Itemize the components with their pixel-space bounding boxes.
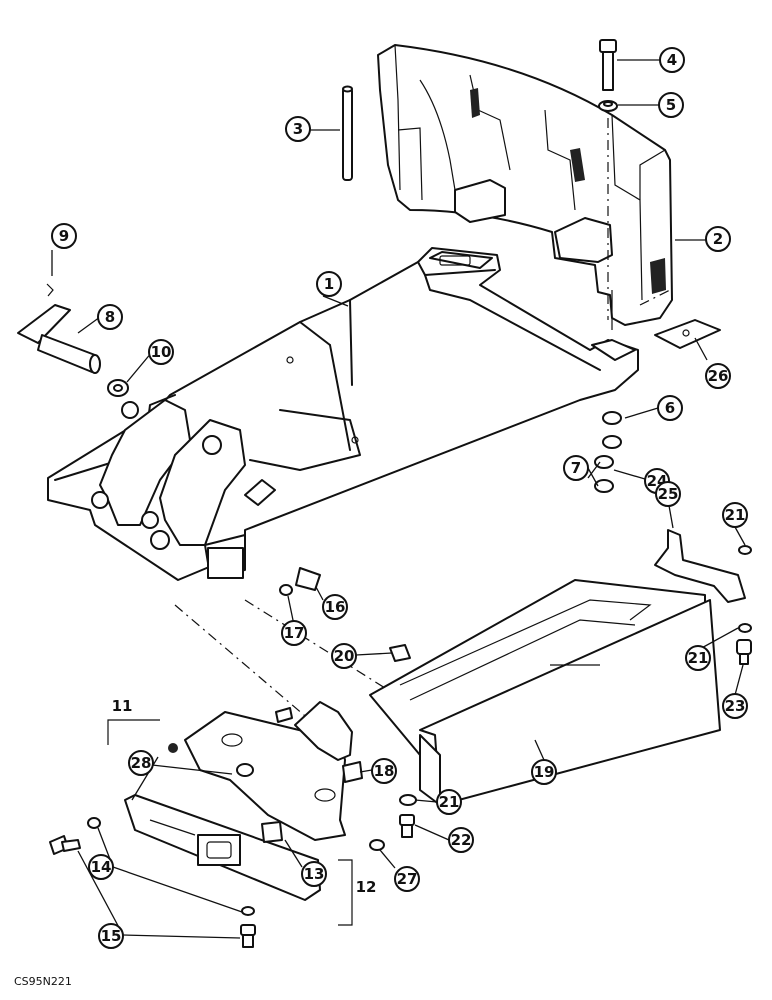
callout-13: 13 [301,861,327,887]
flat-washer [107,379,129,397]
callout-21a: 21 [722,502,748,528]
svg-text:19: 19 [534,763,555,781]
callout-15: 15 [98,923,124,949]
counterweight [377,44,673,330]
tool-box [369,579,721,806]
callout-3: 3 [285,116,311,142]
svg-text:7: 7 [571,459,581,477]
lower-bolts [49,817,256,948]
callout-9: 9 [51,223,77,249]
callout-18: 18 [371,758,397,784]
bracket [654,529,746,603]
svg-text:13: 13 [304,865,325,883]
svg-text:28: 28 [131,754,152,772]
callout-19: 19 [531,759,557,785]
svg-text:16: 16 [325,598,346,616]
group-brackets [107,719,353,926]
svg-text:25: 25 [658,485,679,503]
svg-text:9: 9 [59,227,69,245]
svg-text:14: 14 [91,858,112,876]
mount-hardware-stack [594,411,622,493]
main-frame [47,247,639,581]
svg-text:21: 21 [439,793,460,811]
svg-text:3: 3 [293,120,303,138]
callout-28: 28 [128,750,154,776]
callout-21c: 21 [436,789,462,815]
callout-10: 10 [148,339,174,365]
svg-text:22: 22 [451,831,472,849]
callout-7: 7 [563,455,589,481]
svg-text:21: 21 [688,649,709,667]
pivot-pin [17,283,101,374]
svg-text:2: 2 [713,230,723,248]
svg-text:10: 10 [151,343,172,361]
svg-text:15: 15 [101,927,122,945]
callout-23: 23 [722,693,748,719]
small-plugs [236,761,385,851]
small-plate [389,644,411,662]
svg-text:26: 26 [708,367,729,385]
figure-code: CS95N221 [14,975,72,988]
callout-11: 11 [112,697,133,715]
svg-text:4: 4 [667,51,677,69]
callout-25: 25 [655,481,681,507]
svg-text:8: 8 [105,308,115,326]
small-fasteners [399,545,752,838]
svg-text:11: 11 [112,697,133,715]
svg-text:17: 17 [284,624,305,642]
callout-14: 14 [88,854,114,880]
svg-text:1: 1 [324,275,334,293]
callout-1: 1 [316,271,342,297]
shim-plate [654,319,721,349]
callout-5: 5 [658,92,684,118]
callout-16: 16 [322,594,348,620]
svg-text:6: 6 [665,399,675,417]
svg-text:27: 27 [397,870,418,888]
svg-text:5: 5 [666,96,676,114]
svg-text:23: 23 [725,697,746,715]
callout-4: 4 [659,47,685,73]
bolt-top [598,39,618,320]
callout-12: 12 [356,878,377,896]
callout-27: 27 [394,866,420,892]
lower-housing [168,701,353,841]
svg-text:20: 20 [334,647,355,665]
callout-26: 26 [705,363,731,389]
svg-text:21: 21 [725,506,746,524]
pin-rod [342,85,353,181]
callout-22: 22 [448,827,474,853]
callout-21b: 21 [685,645,711,671]
callout-6: 6 [657,395,683,421]
callout-2: 2 [705,226,731,252]
svg-text:12: 12 [356,878,377,896]
frame-bolt [279,567,321,596]
callout-8: 8 [97,304,123,330]
svg-text:18: 18 [374,762,395,780]
callout-20: 20 [331,643,357,669]
callout-17: 17 [281,620,307,646]
